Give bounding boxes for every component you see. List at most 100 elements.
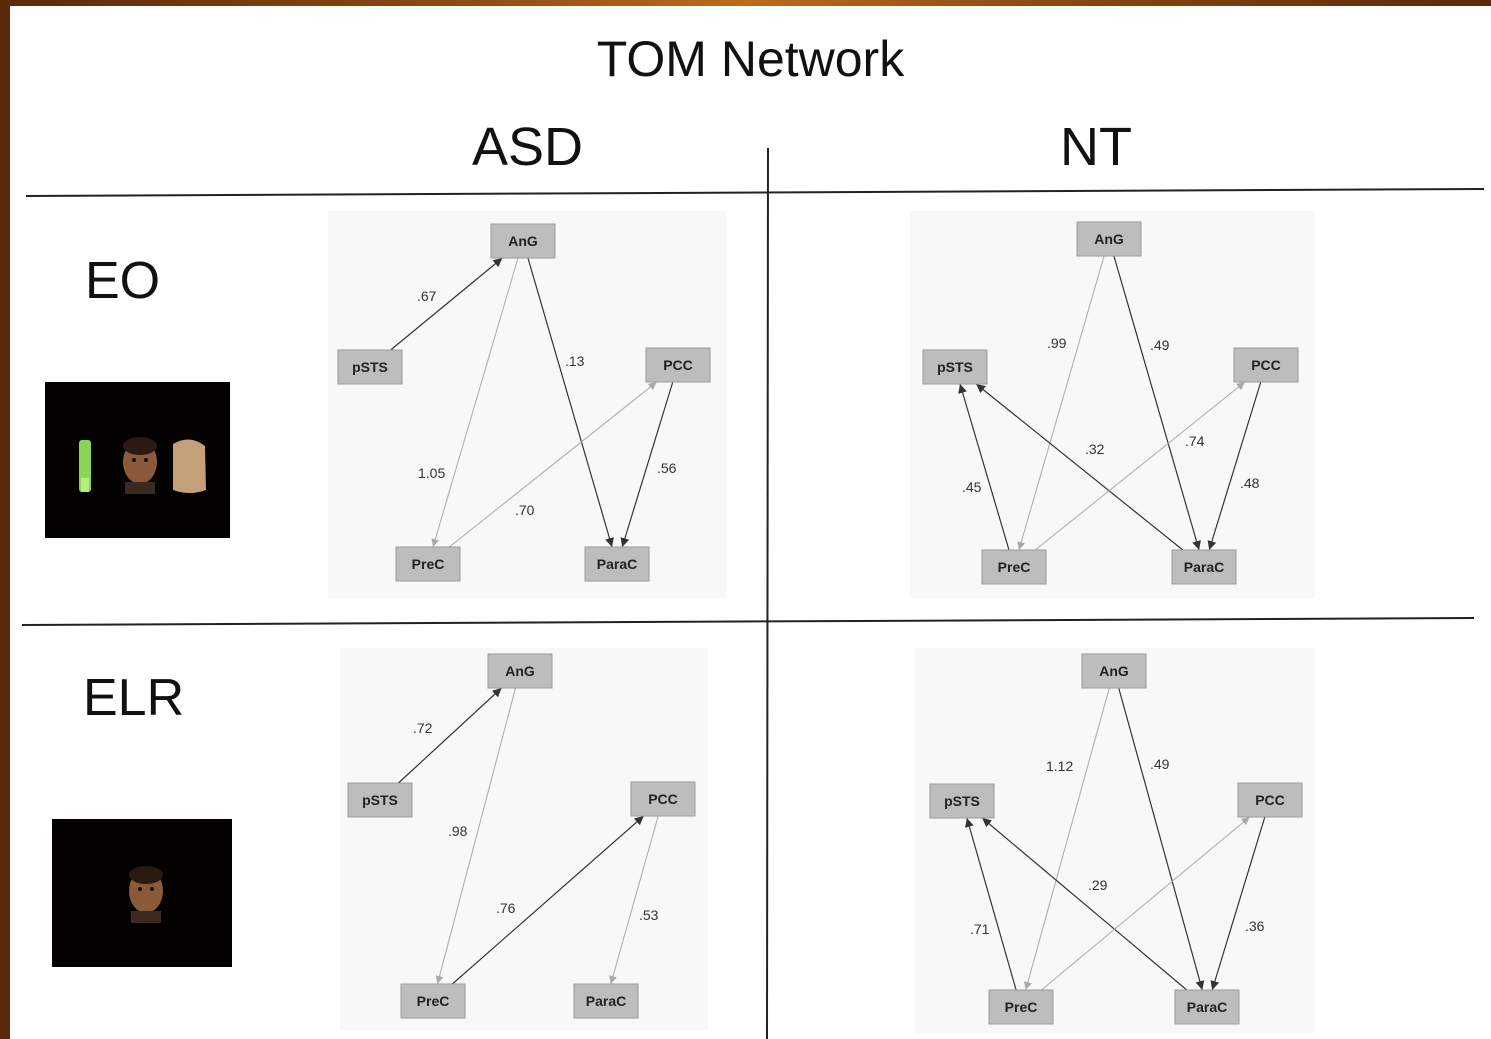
- face-shirt: [131, 911, 161, 923]
- node-psts: [929, 783, 995, 819]
- edge-weight-label: .56: [657, 460, 677, 476]
- vertical-divider: [766, 147, 769, 1039]
- edge-weight-label: 1.05: [418, 465, 445, 481]
- node-label: pSTS: [944, 793, 980, 809]
- edge-weight-label: .48: [1240, 475, 1260, 491]
- node-label: PreC: [412, 556, 445, 572]
- node-label: ParaC: [1187, 999, 1227, 1015]
- edge-AnG-to-ParaC: [1113, 255, 1201, 551]
- horizontal-divider-top: [25, 188, 1485, 197]
- node-label: AnG: [1099, 663, 1129, 679]
- column-header-nt: NT: [1060, 117, 1132, 177]
- node-label: ParaC: [597, 556, 637, 572]
- node-parac: [584, 546, 650, 582]
- edge-weight-label: .98: [448, 823, 468, 839]
- stimulus-elr-artwork: [129, 866, 163, 923]
- node-ang: [490, 223, 556, 259]
- edge-weight-label: .53: [639, 907, 659, 923]
- edge-weight-label: .32: [1085, 441, 1105, 457]
- edge-PCC-to-ParaC: [1210, 816, 1266, 991]
- node-ang: [487, 653, 553, 689]
- edge-PreC-to-PCC: [1041, 816, 1250, 991]
- node-pcc: [1233, 347, 1299, 383]
- edge-pSTS-to-AnG: [398, 687, 502, 784]
- node-psts: [337, 349, 403, 385]
- node-label: PreC: [998, 559, 1031, 575]
- node-label: pSTS: [937, 359, 973, 375]
- edge-weight-label: .74: [1185, 433, 1205, 449]
- node-label: AnG: [505, 663, 535, 679]
- node-pcc: [645, 347, 711, 383]
- page-title: TOM Network: [596, 31, 905, 87]
- edge-PCC-to-ParaC: [620, 381, 674, 548]
- stimulus-image-eo: [45, 382, 230, 538]
- network-elr-asd: .72 .98 .76 .53 AnG pSTS PCC PreC ParaC: [347, 653, 696, 1019]
- node-label: ParaC: [586, 993, 626, 1009]
- node-prec: [981, 549, 1047, 585]
- node-label: ParaC: [1184, 559, 1224, 575]
- edge-AnG-to-PreC: [431, 257, 519, 548]
- stimulus-image-elr: [52, 819, 232, 967]
- node-label: PreC: [417, 993, 450, 1009]
- panel-elr-asd: [340, 648, 708, 1030]
- node-label: pSTS: [362, 792, 398, 808]
- edge-weight-label: .45: [962, 479, 982, 495]
- bread-object: [173, 439, 206, 493]
- edge-weight-label: .76: [496, 900, 516, 916]
- node-label: pSTS: [352, 359, 388, 375]
- horizontal-divider-middle: [21, 617, 1475, 626]
- edge-weight-label: .49: [1150, 337, 1170, 353]
- edge-PCC-to-ParaC: [1207, 381, 1262, 551]
- panel-eo-asd: [328, 211, 726, 598]
- grid-lines: [21, 147, 1485, 1039]
- node-label: PreC: [1005, 999, 1038, 1015]
- edge-weight-label: .49: [1150, 756, 1170, 772]
- node-label: AnG: [508, 233, 538, 249]
- green-object-base: [81, 478, 89, 492]
- edge-AnG-to-ParaC: [1118, 687, 1205, 991]
- edge-AnG-to-PreC: [435, 687, 517, 985]
- edge-AnG-to-PreC: [1023, 687, 1110, 991]
- face-eye: [132, 458, 136, 462]
- face-hair: [123, 437, 157, 455]
- row-header-elr: ELR: [83, 669, 185, 727]
- stimulus-eo-artwork: [79, 437, 206, 494]
- edge-weight-label: 1.12: [1046, 758, 1073, 774]
- panel-eo-nt: [910, 211, 1315, 598]
- node-label: AnG: [1094, 231, 1124, 247]
- edge-ParaC-to-pSTS: [975, 383, 1184, 551]
- edge-weight-label: .29: [1088, 877, 1108, 893]
- edge-PCC-to-ParaC: [609, 815, 659, 985]
- edge-AnG-to-PreC: [1017, 255, 1105, 551]
- node-parac: [573, 983, 639, 1019]
- node-prec: [395, 546, 461, 582]
- node-label: PCC: [1255, 792, 1285, 808]
- node-pcc: [1237, 782, 1303, 818]
- face-eye: [150, 887, 154, 891]
- node-prec: [988, 989, 1054, 1025]
- edge-weight-label: .72: [413, 720, 433, 736]
- column-header-asd: ASD: [472, 117, 584, 177]
- node-label: PCC: [648, 791, 678, 807]
- edge-weight-label: .71: [970, 921, 990, 937]
- edge-PreC-to-pSTS: [965, 817, 1017, 991]
- face-hair: [129, 866, 163, 884]
- edge-weight-label: .67: [417, 288, 437, 304]
- edge-pSTS-to-AnG: [390, 257, 503, 351]
- row-header-eo: EO: [85, 252, 161, 310]
- node-ang: [1081, 653, 1147, 689]
- face-eye: [144, 458, 148, 462]
- node-psts: [922, 349, 988, 385]
- node-pcc: [630, 781, 696, 817]
- node-label: PCC: [663, 357, 693, 373]
- node-psts: [347, 782, 413, 818]
- network-elr-nt: 1.12 .49 .71 .29 .36 AnG pSTS PCC PreC ParaC: [929, 653, 1303, 1025]
- edge-weight-label: .99: [1047, 335, 1067, 351]
- node-parac: [1171, 549, 1237, 585]
- edge-weight-label: .70: [515, 502, 535, 518]
- edge-weight-label: .36: [1245, 918, 1265, 934]
- face-shirt: [125, 482, 155, 494]
